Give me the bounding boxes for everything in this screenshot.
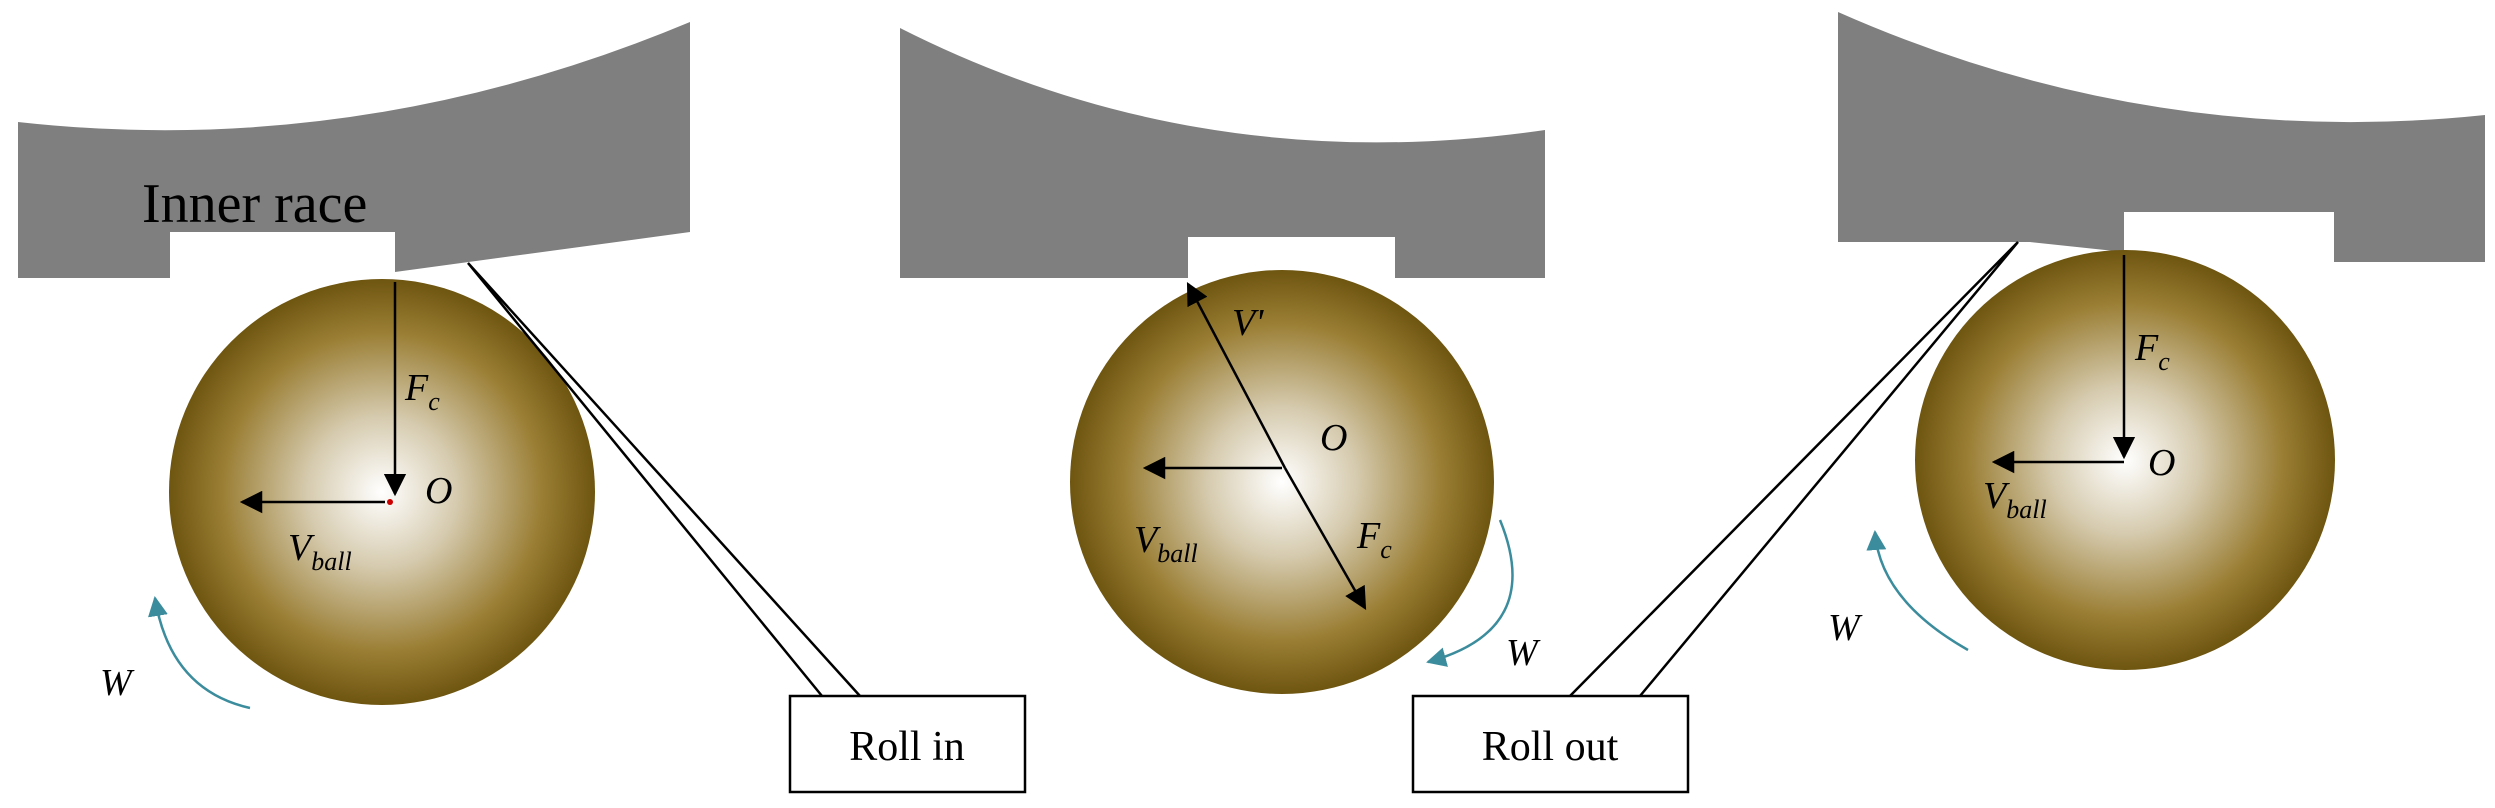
omega-label-2: W [1506, 632, 1541, 674]
roll-in-callout-pointer [467, 262, 861, 697]
rotation-arrow-1 [148, 596, 251, 710]
rotation-arrow-3 [1866, 530, 1969, 652]
roll-out-label: Roll out [1482, 724, 1619, 770]
fc-label-2: Fc [1356, 515, 1392, 564]
center-label-3: O [2148, 442, 2175, 484]
v-prime-arrow [1186, 282, 1287, 469]
panel-roll-out: Fc O Vball W Roll out [1411, 12, 2485, 794]
rotation-arrow-2 [1426, 519, 1514, 667]
inner-race-label: Inner race [142, 173, 367, 235]
panel-middle: V' O Fc Vball W [900, 28, 1545, 694]
inner-race-shape-3 [1838, 12, 2485, 262]
ball-1 [169, 279, 595, 705]
center-label-1: O [425, 470, 452, 512]
ball-2 [1070, 270, 1494, 694]
inner-race-shape-2 [900, 28, 1545, 278]
roll-in-callout-box [788, 694, 1027, 794]
v-prime-label: V' [1232, 302, 1264, 344]
center-label-2: O [1320, 417, 1347, 459]
panel-roll-in: Inner race Fc O Vball W Roll in [18, 22, 1027, 794]
fc-arrow-2 [1283, 467, 1367, 610]
center-dot-1 [387, 499, 393, 505]
roll-out-callout-pointer [1569, 241, 2019, 697]
roll-out-callout-box [1411, 694, 1690, 794]
ball-3 [1915, 250, 2335, 670]
omega-label-1: W [100, 662, 135, 704]
vball-label-3: Vball [1983, 475, 2047, 524]
vball-label-1: Vball [288, 527, 352, 576]
roll-in-label: Roll in [849, 724, 965, 770]
vball-label-2: Vball [1134, 519, 1198, 568]
omega-label-3: W [1828, 607, 1863, 649]
fc-label-1: Fc [404, 367, 440, 416]
inner-race-shape [18, 22, 690, 278]
fc-label-3: Fc [2134, 327, 2170, 376]
